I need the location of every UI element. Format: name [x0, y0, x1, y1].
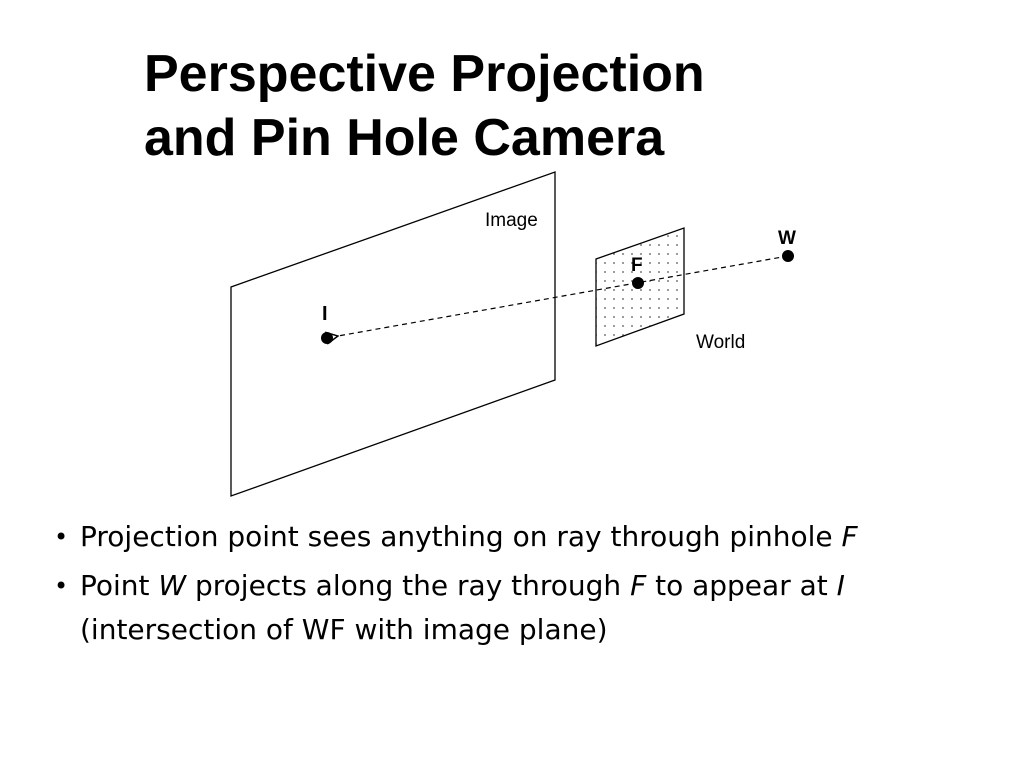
bullet-marker: •: [54, 523, 69, 551]
bullet-text: to appear at: [646, 569, 837, 602]
world-label: World: [696, 332, 745, 353]
bullet-italic-f: F: [841, 520, 858, 553]
point-i: [321, 332, 333, 344]
bullet-italic-w: W: [158, 569, 187, 602]
bullet-continuation: (intersection of WF with image plane): [80, 613, 608, 646]
point-w-label: W: [778, 228, 796, 249]
bullet-italic-i: I: [836, 569, 845, 602]
image-plane: [230, 171, 556, 497]
title-line-2: and Pin Hole Camera: [144, 109, 665, 167]
point-w: [782, 250, 794, 262]
point-i-label: I: [322, 303, 328, 325]
bullet-text: Projection point sees anything on ray th…: [80, 520, 842, 553]
projection-ray: [338, 255, 789, 336]
bullet-marker: •: [54, 572, 69, 600]
bullet-italic-f: F: [630, 569, 647, 602]
bullet-text: Point: [80, 569, 159, 602]
image-plane-label: Image: [485, 210, 538, 231]
bullet-item: • Projection point sees anything on ray …: [54, 515, 994, 559]
bullet-list: • Projection point sees anything on ray …: [54, 515, 994, 657]
point-f-label: F: [631, 255, 643, 276]
bullet-item: • Point W projects along the ray through…: [54, 564, 994, 652]
title-line-1: Perspective Projection: [144, 45, 705, 103]
bullet-text: projects along the ray through: [186, 569, 631, 602]
point-f: [632, 277, 644, 289]
slide-title: Perspective Projection and Pin Hole Came…: [144, 42, 705, 170]
